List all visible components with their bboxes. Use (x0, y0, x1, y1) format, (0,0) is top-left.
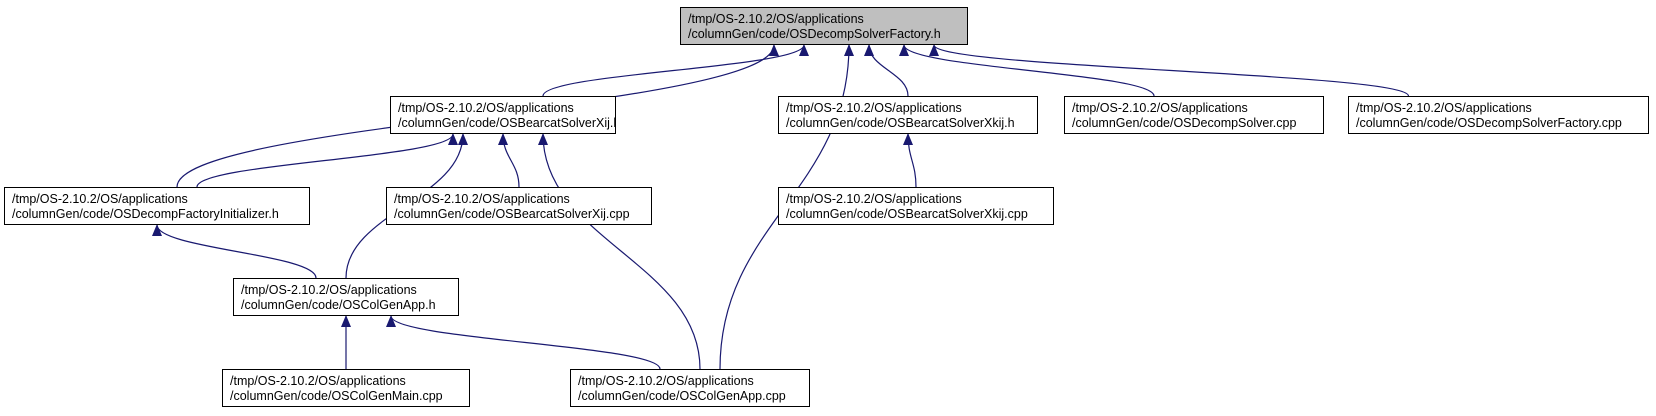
include-edge-solverXij_cpp-to-solverXij_h (498, 133, 520, 188)
node-file-line: /columnGen/code/OSDecompSolver.cpp (1072, 116, 1297, 130)
node-path-line: /tmp/OS-2.10.2/OS/applications (688, 12, 864, 26)
node-file-line: /columnGen/code/OSColGenMain.cpp (230, 389, 443, 403)
include-edge-colGenApp_cpp-to-colGenApp_h (386, 315, 661, 370)
node-file-line: /columnGen/code/OSColGenApp.h (241, 298, 436, 312)
node-file-line: /columnGen/code/OSBearcatSolverXij.h (398, 116, 616, 130)
node-osbearcatsolverxij-h[interactable]: /tmp/OS-2.10.2/OS/applications /columnGe… (390, 96, 616, 134)
node-osdecompsolver-cpp[interactable]: /tmp/OS-2.10.2/OS/applications /columnGe… (1064, 96, 1324, 134)
node-path-line: /tmp/OS-2.10.2/OS/applications (394, 192, 570, 206)
node-file-line: /columnGen/code/OSBearcatSolverXkij.h (786, 116, 1015, 130)
node-oscolgenapp-cpp[interactable]: /tmp/OS-2.10.2/OS/applications /columnGe… (570, 369, 810, 407)
node-osdecompfactoryinitializer-h[interactable]: /tmp/OS-2.10.2/OS/applications /columnGe… (4, 187, 310, 225)
node-path-line: /tmp/OS-2.10.2/OS/applications (230, 374, 406, 388)
node-oscolgenapp-h[interactable]: /tmp/OS-2.10.2/OS/applications /columnGe… (233, 278, 459, 316)
node-osdecompsolverfactory-cpp[interactable]: /tmp/OS-2.10.2/OS/applications /columnGe… (1348, 96, 1649, 134)
node-path-line: /tmp/OS-2.10.2/OS/applications (578, 374, 754, 388)
node-file-line: /columnGen/code/OSBearcatSolverXkij.cpp (786, 207, 1028, 221)
include-edge-colGenApp_cpp-to-solverXij_h (538, 133, 701, 370)
include-edge-solverXkij_h-to-root (864, 44, 909, 97)
node-file-line: /columnGen/code/OSBearcatSolverXij.cpp (394, 207, 630, 221)
node-file-line: /columnGen/code/OSColGenApp.cpp (578, 389, 786, 403)
node-oscolgenmain-cpp[interactable]: /tmp/OS-2.10.2/OS/applications /columnGe… (222, 369, 470, 407)
node-path-line: /tmp/OS-2.10.2/OS/applications (1072, 101, 1248, 115)
include-edge-colGenApp_h-to-factoryInit_h (152, 224, 317, 279)
include-edge-decompSolver_cpp-to-root (899, 44, 1155, 97)
node-path-line: /tmp/OS-2.10.2/OS/applications (1356, 101, 1532, 115)
node-osbearcatsolverxkij-h[interactable]: /tmp/OS-2.10.2/OS/applications /columnGe… (778, 96, 1038, 134)
node-osdecompsolverfactory-h[interactable]: /tmp/OS-2.10.2/OS/applications /columnGe… (680, 7, 968, 45)
node-path-line: /tmp/OS-2.10.2/OS/applications (12, 192, 188, 206)
include-edge-factoryInit_h-to-solverXij_h (196, 133, 458, 188)
node-path-line: /tmp/OS-2.10.2/OS/applications (786, 101, 962, 115)
node-file-line: /columnGen/code/OSDecompSolverFactory.h (688, 27, 941, 41)
node-file-line: /columnGen/code/OSDecompFactoryInitializ… (12, 207, 279, 221)
include-edge-solverXkij_cpp-to-solverXkij_h (903, 133, 917, 188)
node-path-line: /tmp/OS-2.10.2/OS/applications (241, 283, 417, 297)
node-osbearcatsolverxij-cpp[interactable]: /tmp/OS-2.10.2/OS/applications /columnGe… (386, 187, 652, 225)
include-edge-factory_cpp-to-root (929, 44, 1410, 97)
node-path-line: /tmp/OS-2.10.2/OS/applications (398, 101, 574, 115)
node-file-line: /columnGen/code/OSDecompSolverFactory.cp… (1356, 116, 1622, 130)
node-osbearcatsolverxkij-cpp[interactable]: /tmp/OS-2.10.2/OS/applications /columnGe… (778, 187, 1054, 225)
node-path-line: /tmp/OS-2.10.2/OS/applications (786, 192, 962, 206)
include-edge-solverXij_h-to-root (542, 44, 809, 97)
